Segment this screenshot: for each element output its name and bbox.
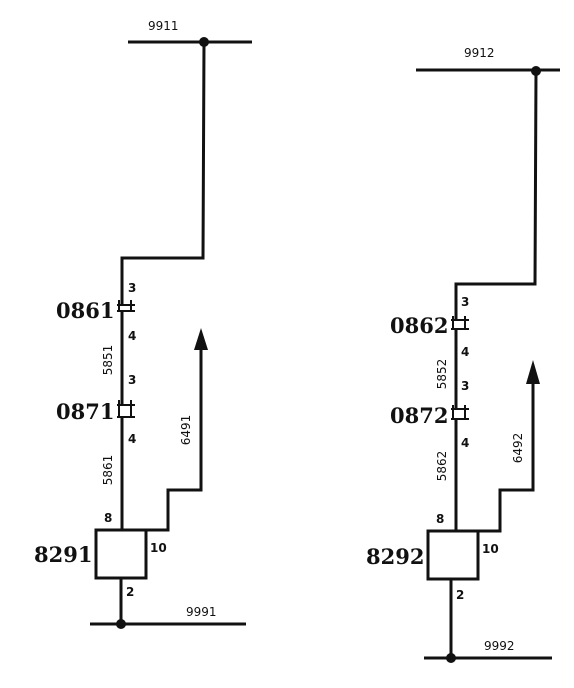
module-8291-label: 8291 (34, 542, 92, 567)
bottom-net-label: 9991 (186, 605, 217, 619)
wire-5861-label: 5861 (101, 455, 115, 486)
output-wire-6492 (478, 380, 535, 533)
wire-5851-label: 5851 (101, 345, 115, 376)
module-8292-pin-8: 8 (436, 512, 444, 526)
output-wire-6491-label: 6491 (179, 415, 193, 446)
module-8291-pin-2: 2 (126, 585, 134, 599)
connector-0861-pin-4: 4 (128, 329, 136, 343)
module-8292-pin-10: 10 (482, 542, 499, 556)
connector-0871-pin-3: 3 (128, 373, 136, 387)
connector-0862-label: 0862 (390, 313, 448, 338)
output-arrow-icon (194, 328, 208, 350)
output-arrow-icon (526, 360, 540, 384)
connector-0861-pin-3: 3 (128, 281, 136, 295)
bottom-net-label: 9992 (484, 639, 515, 653)
output-wire-6492-label: 6492 (511, 433, 525, 464)
connector-0871: 3 4 0871 (56, 373, 136, 446)
module-8291-pin-10: 10 (150, 541, 167, 555)
connector-0861-label: 0861 (56, 298, 114, 323)
feed-wire (120, 41, 206, 296)
connector-0862: 3 4 0862 (390, 295, 469, 359)
module-8292-label: 8292 (366, 544, 424, 569)
connector-0872-pin-4: 4 (461, 436, 469, 450)
connector-0871-label: 0871 (56, 399, 114, 424)
top-net-label: 9911 (148, 19, 179, 33)
wire-5862-label: 5862 (435, 451, 449, 482)
feed-wire (454, 70, 538, 314)
module-8292-pin-2: 2 (456, 588, 464, 602)
output-wire-6491 (146, 345, 203, 532)
connector-0862-pin-3: 3 (461, 295, 469, 309)
connector-0871-pin-4: 4 (128, 432, 136, 446)
module-8292-box (426, 529, 480, 581)
circuit-right: 9912 3 4 0862 5852 3 4 0872 5862 (366, 46, 560, 663)
top-net-label: 9912 (464, 46, 495, 60)
module-8291-pin-8: 8 (104, 511, 112, 525)
bottom-junction-dot (446, 653, 456, 663)
connector-0872: 3 4 0872 (390, 379, 469, 450)
connector-0872-label: 0872 (390, 403, 448, 428)
wire-5852-label: 5852 (435, 359, 449, 390)
circuit-left: 9911 3 4 0861 5851 3 4 0871 (34, 19, 252, 629)
connector-0862-pin-4: 4 (461, 345, 469, 359)
connector-0872-pin-3: 3 (461, 379, 469, 393)
bottom-junction-dot (116, 619, 126, 629)
connector-0861: 3 4 0861 (56, 281, 136, 343)
module-8291-box (94, 528, 148, 580)
